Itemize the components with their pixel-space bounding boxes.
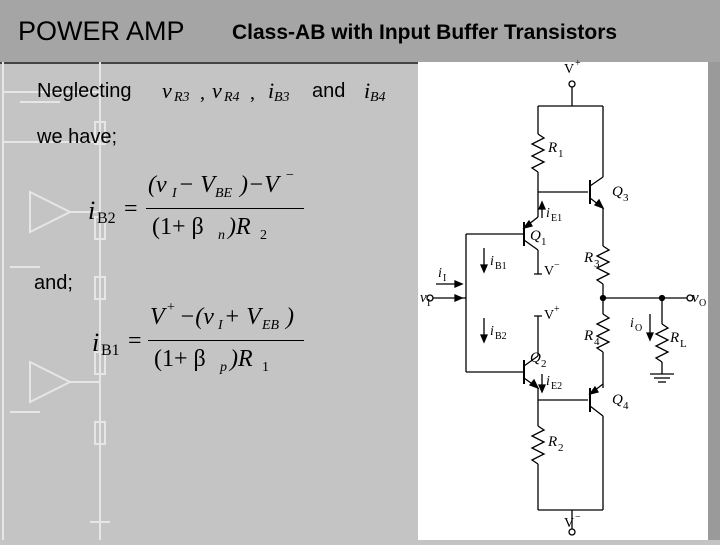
var-i: i [268, 78, 275, 103]
label-r1: R [548, 140, 558, 156]
label-r3: R [584, 250, 594, 266]
label-rl: R [670, 330, 680, 346]
label-ii: i [438, 266, 442, 281]
neglecting-text: Neglecting [37, 80, 132, 102]
neglect-vars: v R3 , v R4 , i B3 i B4 [162, 78, 386, 105]
label-io: i [630, 316, 634, 331]
label-vi: v [420, 290, 427, 306]
var-r3-sub: R3 [174, 90, 190, 105]
page-title: POWER AMP [18, 16, 185, 46]
label-ib2: i [490, 324, 494, 339]
label-q2: Q [530, 350, 541, 366]
label-ie1: i [546, 206, 550, 221]
label-q4: Q [612, 392, 623, 408]
eq2-numerator: V [150, 304, 165, 330]
var-b3-sub: B3 [274, 90, 290, 105]
label-ib1: i [490, 254, 494, 269]
label-vplus-top: V [564, 62, 575, 77]
label-ie2: i [546, 374, 550, 389]
label-q2-vplus: V [544, 308, 555, 323]
eq2-denominator: (1+ β [154, 346, 206, 372]
var-v: v [162, 78, 172, 103]
var-i2: i [364, 78, 371, 103]
eq2-fraction-bar [148, 340, 304, 341]
label-r4: R [584, 328, 594, 344]
equation-ib1: i B1 = V + −(v I + V EB ) (1+ β p )R 1 [92, 300, 322, 384]
eq1-lhs-i: i [88, 196, 96, 225]
label-q1: Q [530, 228, 541, 244]
right-edge-strip [708, 62, 720, 540]
and-text: and [312, 80, 346, 102]
eq1-denominator: (1+ β [152, 214, 204, 240]
circuit-schematic: V + R 1 Q 3 i E1 Q 1 V − i B1 R 3 i I v … [418, 58, 708, 540]
we-have-text: we have; [37, 126, 118, 148]
var-b4-sub: B4 [370, 90, 386, 105]
background-schematic [2, 62, 110, 540]
page-subtitle: Class-AB with Input Buffer Transistors [232, 21, 618, 44]
eq1-numerator: (v [148, 172, 167, 198]
eq1-lhs-sub: B2 [97, 210, 116, 227]
label-q3: Q [612, 184, 623, 200]
var-r4-sub: R4 [224, 90, 240, 105]
eq2-lhs-sub: B1 [101, 342, 120, 359]
circuit-drawing [426, 80, 694, 536]
label-vo: v [692, 290, 699, 306]
eq2-lhs-i: i [92, 328, 100, 357]
equation-ib2: i B2 = (v I − V BE )−V − (1+ β n )R 2 [88, 168, 318, 252]
label-vminus-bot: V [564, 516, 575, 531]
eq1-fraction-bar [146, 208, 304, 209]
label-r2: R [548, 434, 558, 450]
label-q1-vminus: V [544, 264, 555, 279]
and-semicolon-text: and; [34, 272, 73, 294]
title-bar: POWER AMP Class-AB with Input Buffer Tra… [0, 0, 720, 64]
var-v2: v [212, 78, 222, 103]
